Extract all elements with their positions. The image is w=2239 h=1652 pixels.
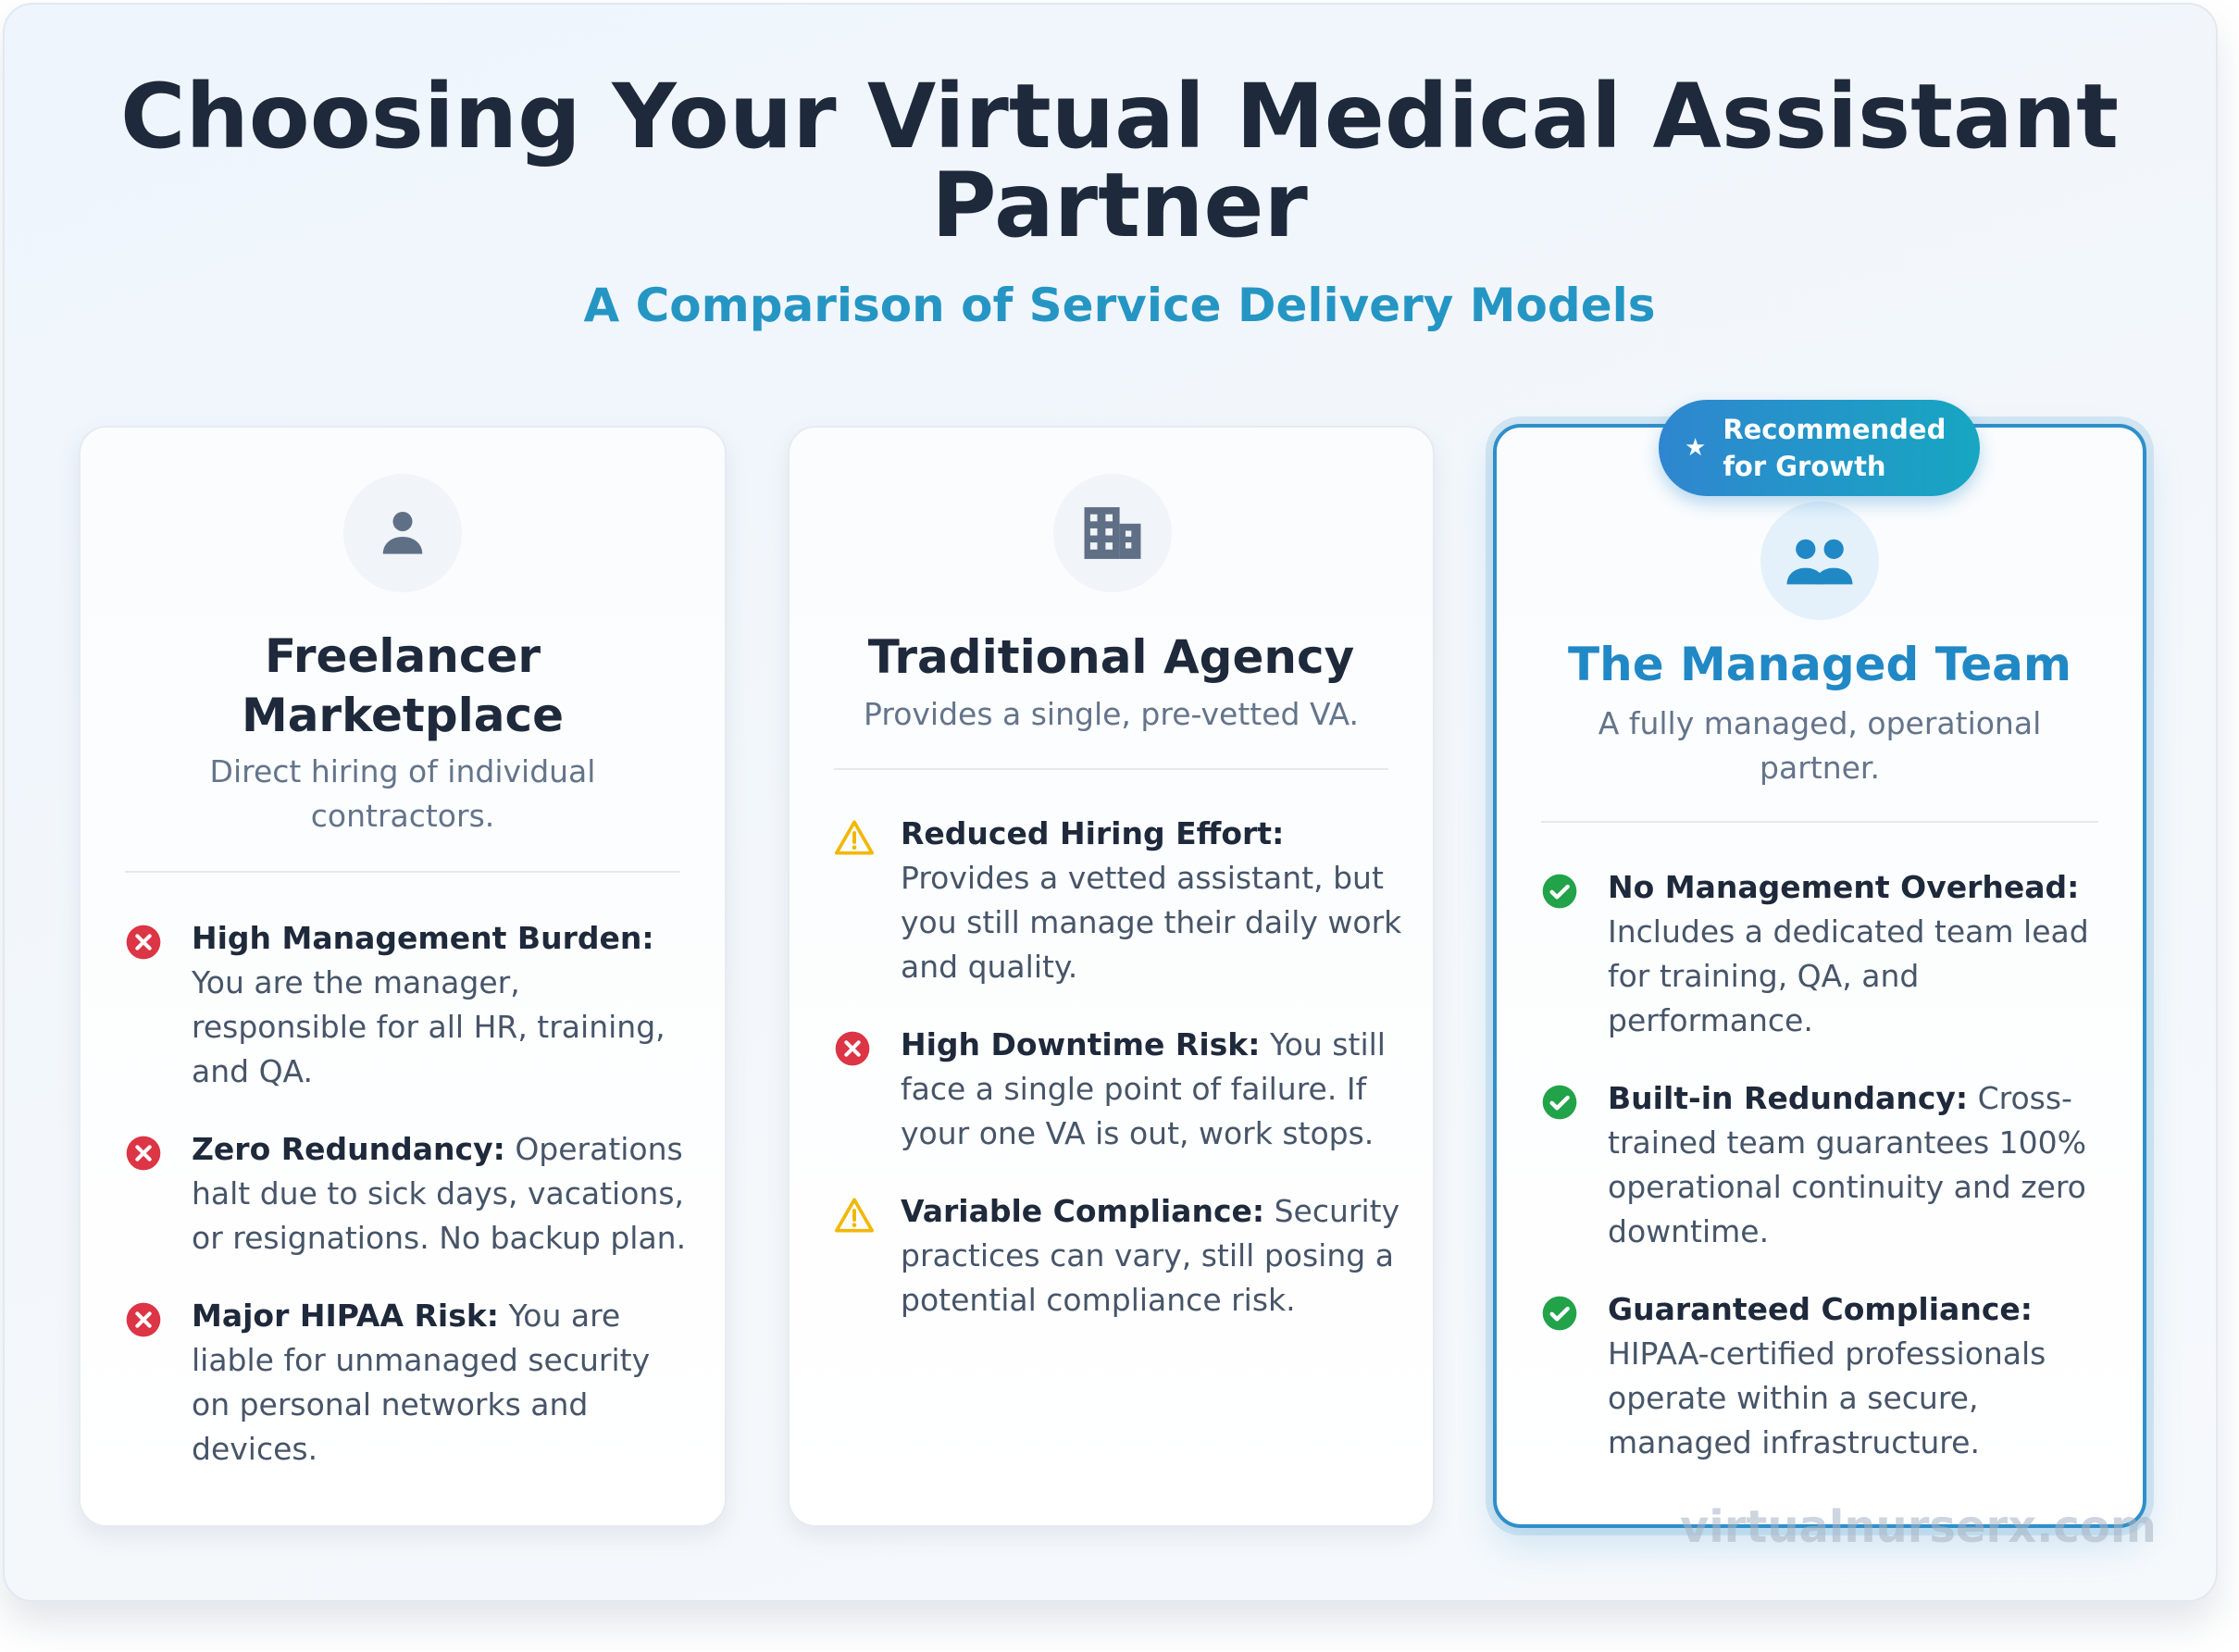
x-circle-icon (125, 916, 192, 964)
recommended-badge: ★ Recommended for Growth (1659, 400, 1980, 496)
warning-triangle-icon (834, 1189, 901, 1237)
feature-text: High Downtime Risk: You still face a sin… (901, 1023, 1405, 1156)
card-freelancer-marketplace: Freelancer Marketplace Direct hiring of … (79, 426, 727, 1527)
feature-heading: Reduced Hiring Effort: (901, 815, 1285, 851)
card-subtitle: Provides a single, pre-vetted VA. (864, 696, 1359, 732)
feature-list: Reduced Hiring Effort: Provides a vetted… (834, 812, 1405, 1356)
feature-item: Major HIPAA Risk: You are liable for unm… (125, 1294, 697, 1472)
card-managed-team: The Managed Team A fully managed, operat… (1493, 424, 2146, 1528)
warning-triangle-icon (834, 812, 901, 860)
feature-text: No Management Overhead: Includes a dedic… (1608, 865, 2115, 1043)
feature-item: High Downtime Risk: You still face a sin… (834, 1023, 1405, 1156)
x-circle-icon (125, 1127, 192, 1175)
feature-item: Variable Compliance: Security practices … (834, 1189, 1405, 1323)
card-subtitle: Direct hiring of individual contractors. (209, 753, 596, 834)
feature-text: Major HIPAA Risk: You are liable for unm… (192, 1294, 697, 1472)
feature-heading: Built-in Redundancy: (1608, 1080, 1969, 1116)
feature-heading: Variable Compliance: (901, 1193, 1265, 1229)
feature-text: Built-in Redundancy: Cross-trained team … (1608, 1076, 2115, 1254)
card-title: Traditional Agency (867, 630, 1355, 684)
feature-item: Zero Redundancy: Operations halt due to … (125, 1127, 697, 1261)
feature-heading: Guaranteed Compliance: (1608, 1291, 2033, 1327)
card-title: The Managed Team (1568, 638, 2071, 691)
feature-heading: Major HIPAA Risk: (192, 1298, 499, 1334)
star-icon: ★ (1685, 434, 1707, 462)
feature-heading: High Management Burden: (192, 920, 654, 956)
feature-heading: Zero Redundancy: (192, 1131, 505, 1167)
feature-description: HIPAA-certified professionals operate wi… (1608, 1335, 2046, 1460)
check-circle-icon (1541, 865, 1608, 913)
feature-item: Guaranteed Compliance: HIPAA-certified p… (1541, 1287, 2115, 1465)
feature-item: Reduced Hiring Effort: Provides a vetted… (834, 812, 1405, 989)
x-circle-icon (125, 1294, 192, 1342)
feature-list: High Management Burden: You are the mana… (125, 916, 697, 1505)
feature-item: No Management Overhead: Includes a dedic… (1541, 865, 2115, 1043)
feature-description: You are the manager, responsible for all… (192, 964, 665, 1089)
feature-description: You still face a single point of failure… (901, 1026, 1386, 1151)
feature-description: Includes a dedicated team lead for train… (1608, 913, 2089, 1038)
feature-text: Reduced Hiring Effort: Provides a vetted… (901, 812, 1405, 989)
feature-text: Variable Compliance: Security practices … (901, 1189, 1405, 1323)
feature-text: High Management Burden: You are the mana… (192, 916, 697, 1094)
feature-text: Zero Redundancy: Operations halt due to … (192, 1127, 697, 1261)
team-icon (1760, 502, 1879, 620)
feature-heading: No Management Overhead: (1608, 869, 2080, 905)
watermark: virtualnurserx.com (1680, 1501, 2157, 1553)
feature-description: Cross-trained team guarantees 100% opera… (1608, 1080, 2087, 1249)
feature-description: You are liable for unmanaged security on… (192, 1298, 651, 1467)
x-circle-icon (834, 1023, 901, 1071)
check-circle-icon (1541, 1076, 1608, 1124)
page-title: Choosing Your Virtual Medical Assistant … (119, 65, 2119, 257)
divider (834, 768, 1388, 770)
badge-label: Recommended for Growth (1723, 414, 1947, 482)
card-traditional-agency: Traditional Agency Provides a single, pr… (788, 426, 1435, 1527)
card-subtitle: A fully managed, operational partner. (1598, 705, 2042, 786)
feature-description: Security practices can vary, still posin… (901, 1193, 1400, 1318)
feature-description: Provides a vetted assistant, but you sti… (901, 860, 1402, 985)
check-circle-icon (1541, 1287, 1608, 1335)
divider (1541, 821, 2098, 823)
page-subtitle: A Comparison of Service Delivery Models (583, 279, 1656, 332)
feature-description: Operations halt due to sick days, vacati… (192, 1131, 687, 1256)
feature-item: High Management Burden: You are the mana… (125, 916, 697, 1094)
divider (125, 871, 680, 873)
person-icon (343, 474, 462, 592)
feature-heading: High Downtime Risk: (901, 1026, 1261, 1062)
card-title: Freelancer Marketplace (241, 629, 565, 742)
feature-text: Guaranteed Compliance: HIPAA-certified p… (1608, 1287, 2115, 1465)
building-icon (1053, 474, 1172, 592)
feature-item: Built-in Redundancy: Cross-trained team … (1541, 1076, 2115, 1254)
feature-list: No Management Overhead: Includes a dedic… (1541, 865, 2115, 1498)
